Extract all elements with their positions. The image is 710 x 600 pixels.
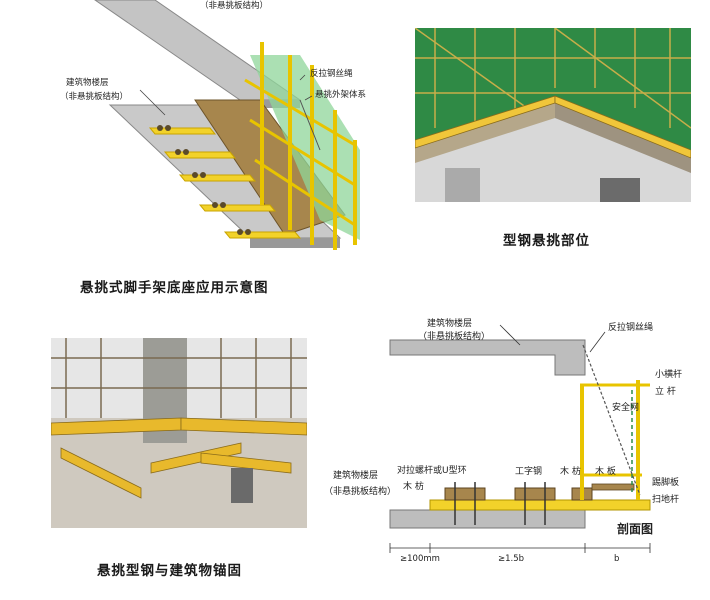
cantilever-photo — [415, 28, 691, 202]
section-dim-2: ≥1.5b — [498, 554, 524, 564]
section-small-bar: 小横杆 — [655, 368, 682, 380]
section-wood-left: 木 枋 — [403, 480, 424, 492]
section-bolt-label: 对拉螺杆或U型环 — [397, 464, 467, 476]
section-bolts — [454, 482, 546, 525]
iso-label-frame: 悬挑外架体系 — [315, 89, 366, 100]
section-floor-sub: （非悬挑板结构） — [324, 485, 396, 497]
section-wood-mid: 木 枋 — [560, 465, 581, 477]
section-title: 剖面图 — [617, 521, 653, 536]
iso-label-rope: 反拉钢丝绳 — [310, 68, 353, 79]
section-rope-label: 反拉钢丝绳 — [608, 321, 653, 333]
section-dim-3: b — [614, 554, 619, 564]
section-sweep-bar: 扫地杆 — [652, 493, 679, 505]
section-diagram: 建筑物楼层 （非悬挑板结构） 反拉钢丝绳 小横杆 立 杆 安全网 建筑物楼层 （… — [324, 317, 682, 564]
anchoring-caption: 悬挑型钢与建筑物锚固 — [97, 563, 242, 579]
isometric-diagram: （非悬挑板结构） 建筑物楼层 （非悬挑板结构） 反拉钢丝绳 悬挑外架体系 — [60, 0, 366, 250]
scaffold-poles — [244, 42, 357, 250]
section-top-floor: 建筑物楼层 — [427, 317, 472, 329]
iso-label-floor-sub: （非悬挑板结构） — [60, 91, 128, 102]
section-floor: 建筑物楼层 — [333, 469, 378, 481]
section-dimensions — [389, 543, 651, 553]
section-toe-board: 踢脚板 — [652, 476, 679, 488]
section-wood-blocks — [444, 487, 593, 501]
iso-label-floor: 建筑物楼层 — [66, 77, 109, 88]
safety-net — [250, 55, 360, 240]
anchoring-photo — [51, 338, 307, 528]
iso-label-top: （非悬挑板结构） — [200, 0, 268, 11]
section-i-beam — [429, 499, 651, 511]
steel-beams — [148, 127, 302, 239]
section-lower-slab — [389, 509, 586, 529]
section-top-floor-sub: （非悬挑板结构） — [418, 330, 490, 342]
section-upright: 立 杆 — [655, 385, 676, 397]
section-upper-slab — [389, 339, 586, 376]
cantilever-caption: 型钢悬挑部位 — [503, 233, 590, 249]
section-rope — [582, 344, 641, 496]
section-board: 木 板 — [595, 465, 616, 477]
section-safety-net: 安全网 — [612, 401, 639, 413]
section-scaffold — [580, 380, 650, 500]
iso-caption: 悬挑式脚手架底座应用示意图 — [80, 280, 269, 296]
section-i-beam-label: 工字钢 — [515, 465, 542, 477]
bolt-groups — [157, 125, 251, 235]
section-dim-1: ≥100mm — [400, 554, 440, 564]
